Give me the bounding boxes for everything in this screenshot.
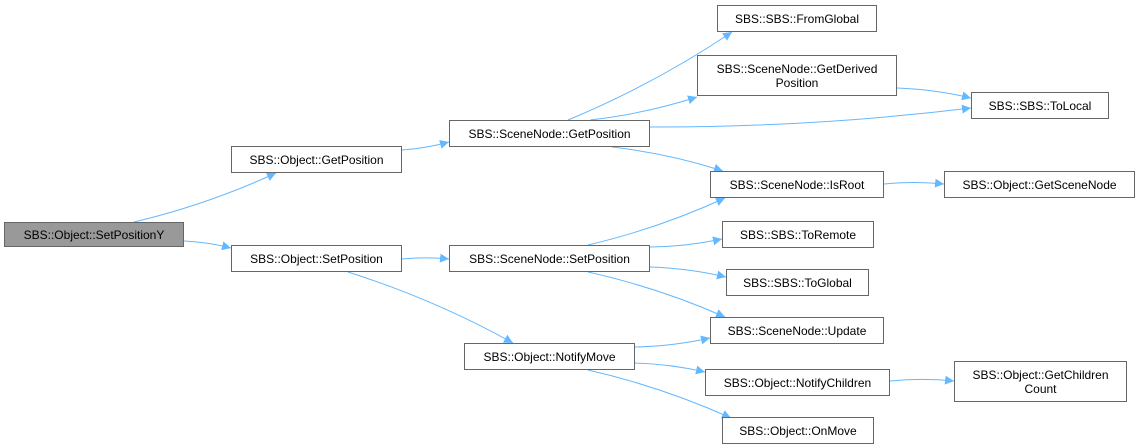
node-label-line: SBS::Object::GetPosition <box>249 152 384 167</box>
node-label: SBS::SBS::FromGlobal <box>735 12 859 26</box>
node-label-line: SBS::Object::NotifyChildren <box>723 375 872 390</box>
node-label-line: SBS::Object::OnMove <box>739 423 857 438</box>
node-label: SBS::Object::SetPositionY <box>24 228 165 242</box>
edge-sn-getposition-to-sn-isroot <box>611 146 724 173</box>
edge-obj-notifychildren-to-obj-getchildrencount <box>889 375 955 385</box>
edge-sn-setposition-to-sbs-toglobal <box>649 266 727 280</box>
node-label-line: SBS::SBS::FromGlobal <box>734 11 860 26</box>
node-label: SBS::Object::GetSceneNode <box>962 178 1116 192</box>
node-label-line: SBS::Object::SetPosition <box>250 251 383 266</box>
node-obj-getposition[interactable]: SBS::Object::GetPosition <box>231 146 402 173</box>
node-label: SBS::Object::NotifyMove <box>483 350 615 364</box>
node-sn-update[interactable]: SBS::SceneNode::Update <box>710 317 884 344</box>
edge-sn-setposition-to-sn-update <box>587 271 726 318</box>
node-label: SBS::SBS::ToGlobal <box>743 276 852 290</box>
node-label-line: SBS::SBS::ToRemote <box>739 227 857 242</box>
node-label-line: SBS::Object::GetSceneNode <box>962 177 1117 192</box>
node-label-line: SBS::SceneNode::GetPosition <box>468 126 631 141</box>
edge-setpositiony-to-obj-setposition <box>183 240 232 251</box>
edge-obj-setposition-to-sn-setposition <box>401 253 450 263</box>
node-label-line: Position <box>775 75 819 90</box>
node-label: SBS::SceneNode::IsRoot <box>730 178 865 192</box>
node-obj-notifychildren[interactable]: SBS::Object::NotifyChildren <box>705 369 890 396</box>
node-obj-onmove[interactable]: SBS::Object::OnMove <box>722 417 874 444</box>
node-sn-getposition[interactable]: SBS::SceneNode::GetPosition <box>449 120 650 147</box>
edge-sn-getderivedposition-to-sbs-tolocal <box>896 87 972 101</box>
node-label-line: SBS::Object::GetChildren <box>972 367 1109 382</box>
node-label-line: SBS::SBS::ToLocal <box>988 98 1092 113</box>
edge-layer <box>133 31 972 419</box>
node-obj-setposition[interactable]: SBS::Object::SetPosition <box>231 245 402 272</box>
node-sbs-tolocal[interactable]: SBS::SBS::ToLocal <box>971 92 1109 119</box>
node-label: SBS::Object::OnMove <box>739 424 856 438</box>
node-label-line: SBS::SceneNode::Update <box>727 323 867 338</box>
node-label: SBS::Object::SetPosition <box>250 252 383 266</box>
node-sn-isroot[interactable]: SBS::SceneNode::IsRoot <box>710 171 884 198</box>
edge-sn-isroot-to-obj-getscenenode <box>883 178 945 188</box>
node-label: SBS::SBS::ToLocal <box>989 99 1092 113</box>
node-sbs-fromglobal[interactable]: SBS::SBS::FromGlobal <box>717 5 877 32</box>
edge-obj-notifymove-to-sn-update <box>634 335 711 348</box>
edge-obj-notifymove-to-obj-onmove <box>587 369 732 419</box>
node-obj-notifymove[interactable]: SBS::Object::NotifyMove <box>464 343 635 370</box>
edge-obj-getposition-to-sn-getposition <box>401 140 450 151</box>
edge-sn-setposition-to-sbs-toremote <box>649 236 723 248</box>
edge-setpositiony-to-obj-getposition <box>133 172 277 223</box>
node-label: SBS::SceneNode::Update <box>728 324 867 338</box>
edge-obj-notifymove-to-obj-notifychildren <box>634 362 706 375</box>
node-label: SBS::SBS::ToRemote <box>740 228 856 242</box>
node-label-line: SBS::SceneNode::SetPosition <box>469 251 630 266</box>
node-label: SBS::SceneNode::GetPosition <box>468 127 630 141</box>
node-sbs-toglobal[interactable]: SBS::SBS::ToGlobal <box>726 269 869 296</box>
node-label: SBS::SceneNode::SetPosition <box>469 252 630 266</box>
edge-sn-getposition-to-sbs-tolocal <box>649 104 972 128</box>
node-label: SBS::Object::GetPosition <box>249 153 383 167</box>
node-label-line: SBS::Object::SetPositionY <box>23 227 165 242</box>
node-label-line: SBS::SceneNode::GetDerived <box>716 61 878 76</box>
node-sbs-toremote[interactable]: SBS::SBS::ToRemote <box>722 221 874 248</box>
edge-sn-getposition-to-sn-getderivedposition <box>589 95 698 121</box>
node-setpositiony: SBS::Object::SetPositionY <box>4 222 184 247</box>
node-label: SBS::Object::NotifyChildren <box>724 376 871 390</box>
node-sn-setposition[interactable]: SBS::SceneNode::SetPosition <box>449 245 650 272</box>
node-obj-getscenenode[interactable]: SBS::Object::GetSceneNode <box>944 171 1135 198</box>
node-label-line: Count <box>1024 381 1057 396</box>
node-label-line: SBS::Object::NotifyMove <box>483 349 616 364</box>
edge-obj-setposition-to-obj-notifymove <box>347 271 514 344</box>
node-label-line: SBS::SceneNode::IsRoot <box>729 177 865 192</box>
edge-sn-getposition-to-sbs-fromglobal <box>567 31 733 121</box>
node-label-line: SBS::SBS::ToGlobal <box>743 275 852 290</box>
edge-sn-setposition-to-sn-isroot <box>587 197 726 246</box>
